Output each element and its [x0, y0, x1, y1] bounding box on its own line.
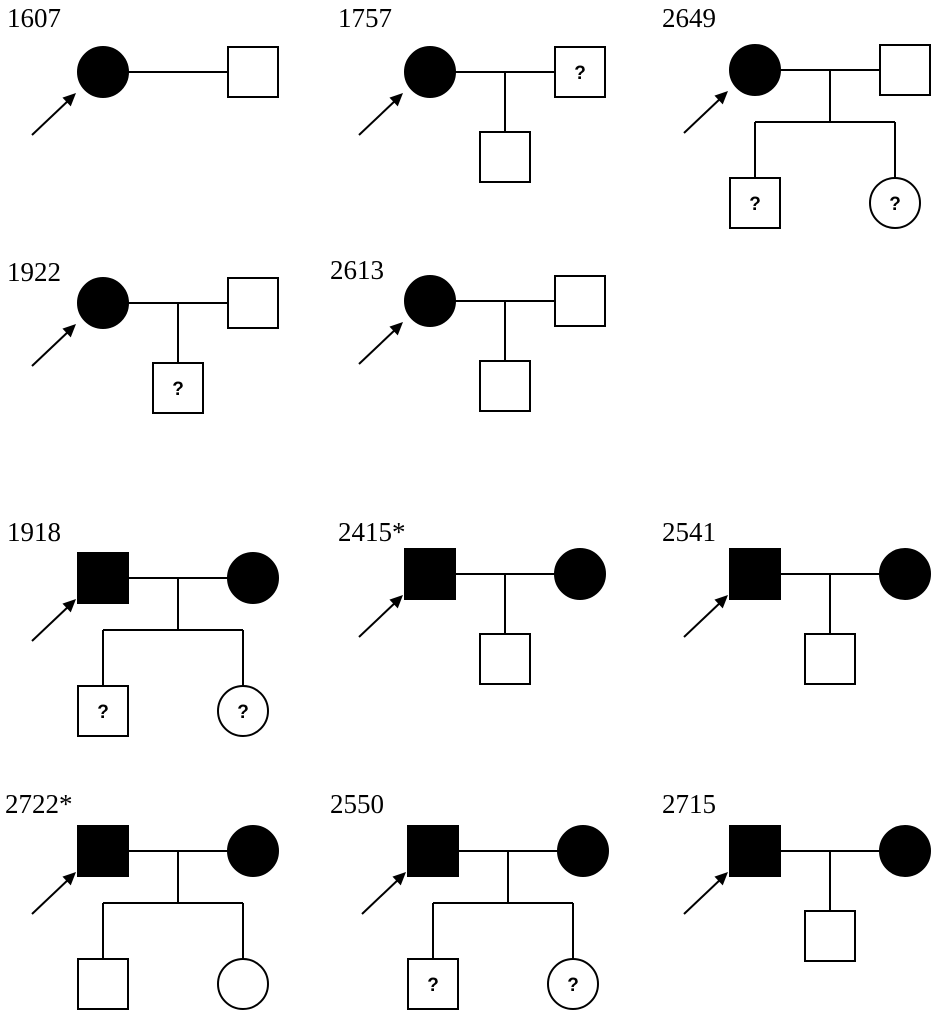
proband-arrow-line	[358, 600, 398, 638]
male-unaffected-parent-square	[554, 275, 606, 327]
female-unaffected-child-circle	[869, 177, 921, 229]
family-id-label: 1922	[7, 257, 61, 287]
female-affected-parent-circle	[879, 548, 931, 600]
male-unaffected-child-square	[479, 360, 531, 412]
female-affected-parent-circle	[227, 825, 279, 877]
female-affected-parent-circle	[77, 46, 129, 98]
family-id-label: 2613	[330, 255, 384, 285]
female-unaffected-child-circle	[217, 958, 269, 1010]
unknown-status-mark: ?	[749, 194, 761, 215]
male-unaffected-child-square	[479, 633, 531, 685]
male-affected-parent-square	[77, 825, 129, 877]
family-id-label: 2541	[662, 517, 716, 547]
family-id-label: 1607	[7, 3, 61, 33]
family-id-label: 1757	[338, 3, 392, 33]
male-unaffected-child-square	[77, 685, 129, 737]
female-affected-parent-circle	[404, 275, 456, 327]
family-id-label: 1918	[7, 517, 61, 547]
family-id-label: 2550	[330, 789, 384, 819]
proband-arrow-head	[714, 872, 728, 886]
proband-arrow-head	[62, 872, 76, 886]
female-affected-parent-circle	[227, 552, 279, 604]
male-affected-parent-square	[729, 548, 781, 600]
male-unaffected-child-square	[804, 910, 856, 962]
male-unaffected-parent-square	[227, 46, 279, 98]
proband-arrow-head	[62, 324, 76, 338]
male-unaffected-parent-square	[227, 277, 279, 329]
proband-arrow-head	[62, 599, 76, 613]
unknown-status-mark: ?	[172, 379, 184, 400]
family-id-label: 2415*	[338, 517, 406, 547]
family-id-label: 2649	[662, 3, 716, 33]
male-affected-parent-square	[404, 548, 456, 600]
female-unaffected-child-circle	[217, 685, 269, 737]
proband-arrow-line	[31, 877, 71, 915]
male-unaffected-child-square	[152, 362, 204, 414]
unknown-status-mark: ?	[427, 975, 439, 996]
female-affected-parent-circle	[404, 46, 456, 98]
family-id-label: 2722*	[5, 789, 73, 819]
unknown-status-mark: ?	[97, 702, 109, 723]
proband-arrow-line	[358, 327, 398, 365]
unknown-status-mark: ?	[237, 702, 249, 723]
proband-arrow-line	[683, 96, 723, 134]
female-affected-parent-circle	[557, 825, 609, 877]
unknown-status-mark: ?	[574, 63, 586, 84]
unknown-status-mark: ?	[567, 975, 579, 996]
proband-arrow-head	[392, 872, 406, 886]
unknown-status-mark: ?	[889, 194, 901, 215]
proband-arrow-line	[31, 98, 71, 136]
female-affected-parent-circle	[77, 277, 129, 329]
male-unaffected-parent-square	[554, 46, 606, 98]
proband-arrow-head	[389, 595, 403, 609]
proband-arrow-head	[714, 91, 728, 105]
proband-arrow-head	[714, 595, 728, 609]
male-unaffected-child-square	[729, 177, 781, 229]
proband-arrow-head	[389, 93, 403, 107]
male-unaffected-parent-square	[879, 44, 931, 96]
proband-arrow-head	[62, 93, 76, 107]
male-affected-parent-square	[729, 825, 781, 877]
male-affected-parent-square	[77, 552, 129, 604]
family-id-label: 2715	[662, 789, 716, 819]
male-unaffected-child-square	[804, 633, 856, 685]
female-affected-parent-circle	[729, 44, 781, 96]
proband-arrow-head	[389, 322, 403, 336]
female-affected-parent-circle	[554, 548, 606, 600]
proband-arrow-line	[683, 877, 723, 915]
proband-arrow-line	[361, 877, 401, 915]
male-unaffected-child-square	[407, 958, 459, 1010]
male-affected-parent-square	[407, 825, 459, 877]
proband-arrow-line	[683, 600, 723, 638]
female-affected-parent-circle	[879, 825, 931, 877]
proband-arrow-line	[358, 98, 398, 136]
female-unaffected-child-circle	[547, 958, 599, 1010]
proband-arrow-line	[31, 329, 71, 367]
proband-arrow-line	[31, 604, 71, 642]
male-unaffected-child-square	[77, 958, 129, 1010]
male-unaffected-child-square	[479, 131, 531, 183]
